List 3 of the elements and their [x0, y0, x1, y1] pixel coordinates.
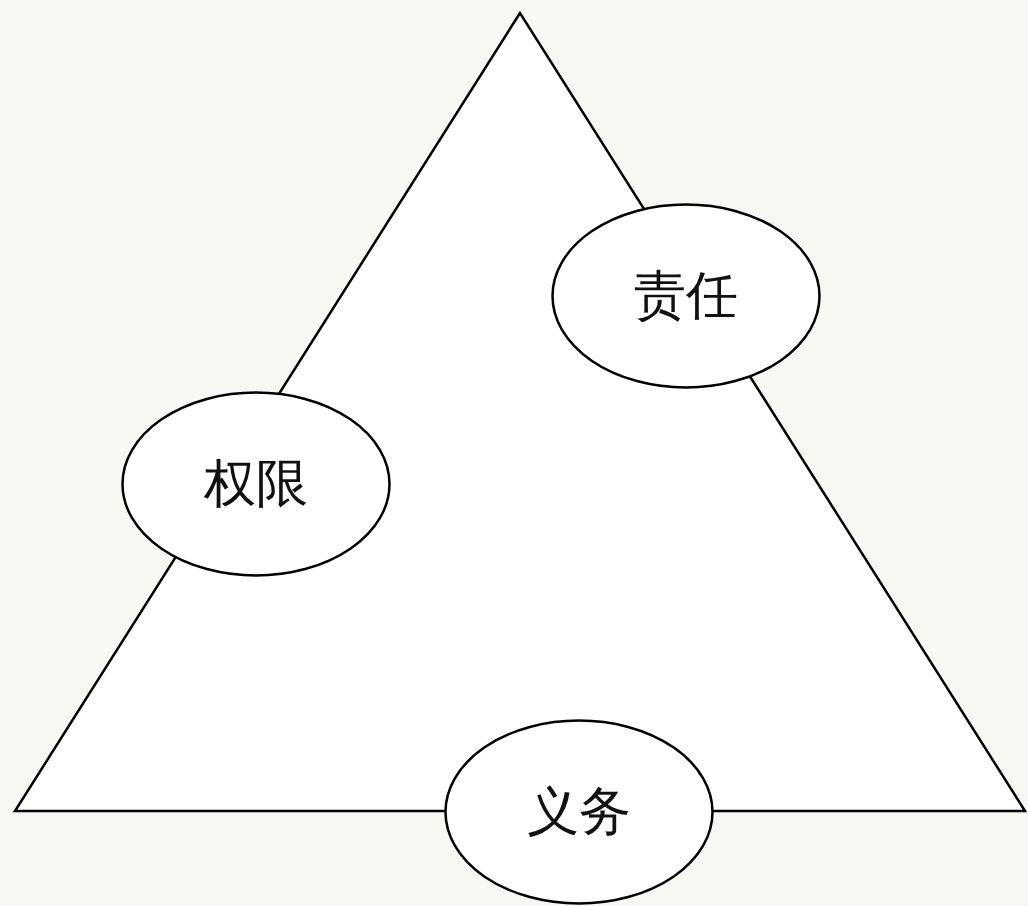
node-label: 责任: [634, 270, 738, 322]
node-label: 权限: [204, 458, 308, 510]
node-label: 义务: [527, 786, 631, 838]
